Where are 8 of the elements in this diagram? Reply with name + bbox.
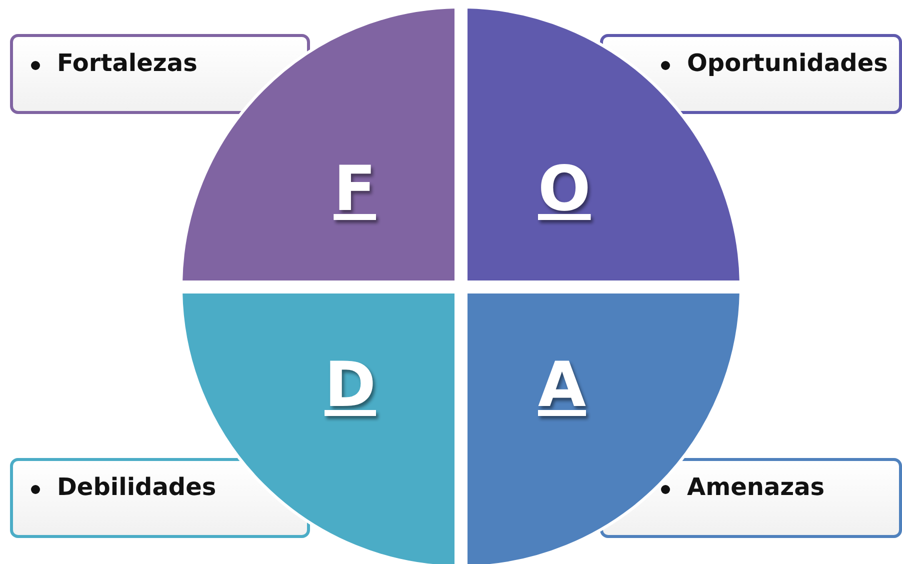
list-item: Fortalezas <box>57 49 198 77</box>
list-item: Amenazas <box>687 473 825 501</box>
quadrant-letter: O <box>538 158 591 220</box>
list-item: Debilidades <box>57 473 216 501</box>
quadrant-letter: D <box>324 354 376 416</box>
quadrant-letter: A <box>538 354 586 416</box>
list-item: Oportunidades <box>687 49 888 77</box>
quadrant-letter: F <box>334 158 376 220</box>
